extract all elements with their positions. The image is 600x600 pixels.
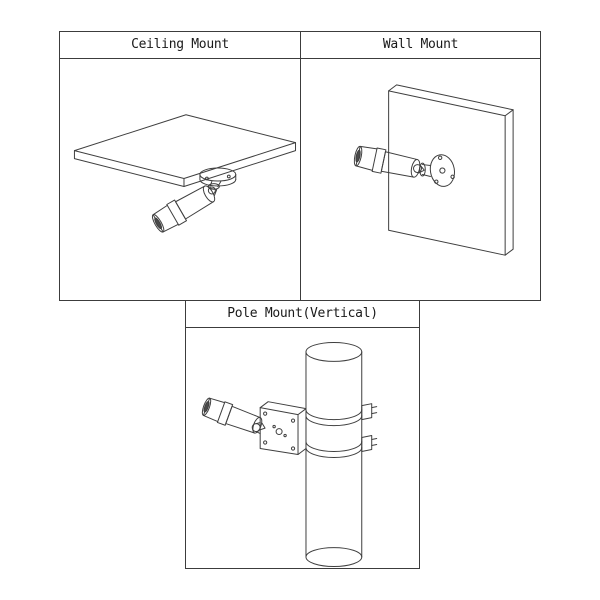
camera-mount-base [428,153,457,189]
panel-title-wall-mount: Wall Mount [301,32,540,59]
pole-strap-lower [306,436,377,458]
pole-mount-drawing [186,328,419,568]
panel-body-ceiling-mount [60,59,300,300]
bullet-camera [352,144,426,182]
wall-surface [389,85,513,255]
bullet-camera [149,179,222,235]
junction-box [260,402,306,455]
panel-title-ceiling-mount: Ceiling Mount [60,32,300,59]
bullet-camera [200,395,269,438]
pole-strap-upper [306,404,377,426]
panel-body-pole-mount [186,328,419,568]
ceiling-mount-drawing [60,59,300,300]
panel-wall-mount: Wall Mount [300,31,541,301]
panel-ceiling-mount: Ceiling Mount [59,31,301,301]
panel-body-wall-mount [301,59,540,300]
ceiling-surface [74,115,295,187]
camera-mount-neck [414,163,431,176]
panel-pole-mount: Pole Mount(Vertical) [185,300,420,569]
pole-surface [306,342,362,566]
wall-mount-drawing [301,59,540,300]
panel-title-pole-mount: Pole Mount(Vertical) [186,301,419,328]
